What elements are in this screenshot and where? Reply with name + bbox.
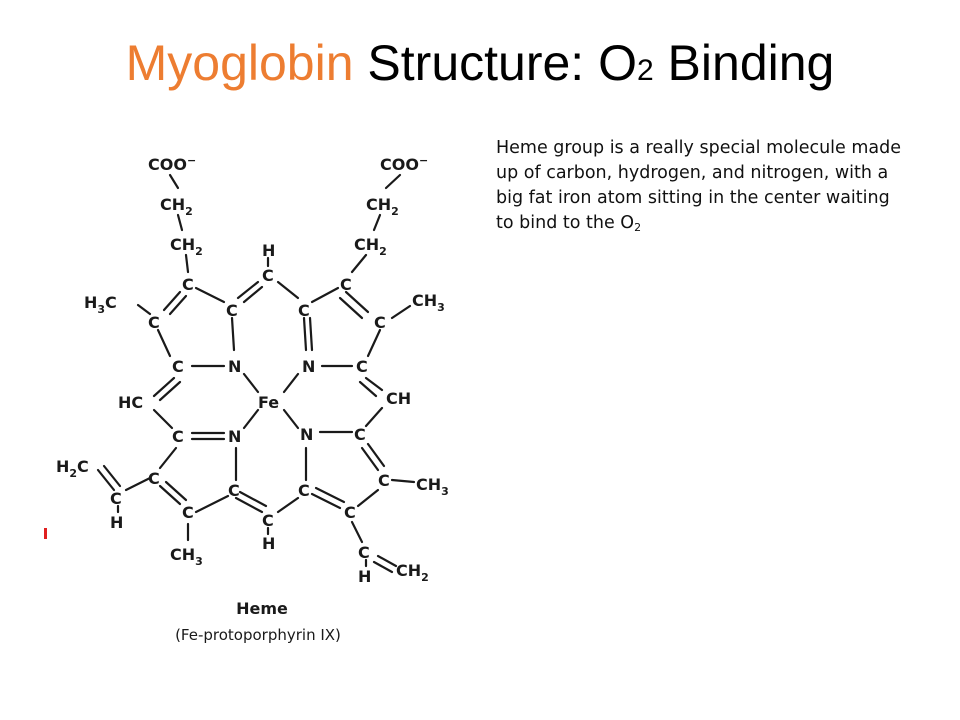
c-b: C — [340, 275, 352, 294]
ch3-right-low: CH3 — [416, 475, 449, 498]
h3c-left: H3C — [84, 293, 117, 316]
h-top: H — [262, 241, 275, 260]
heme-caption-name: Heme — [236, 599, 288, 618]
c-q: C — [262, 511, 274, 530]
c-k: C — [148, 469, 160, 488]
c-l: C — [378, 471, 390, 490]
title-accent-word: Myoglobin — [125, 35, 354, 91]
ch2-right-1: CH2 — [366, 195, 399, 218]
h2c-vinyl-left: H2C — [56, 457, 89, 480]
h-bottom: H — [262, 534, 275, 553]
c-g: C — [172, 357, 184, 376]
n-upper-right: N — [302, 357, 315, 376]
ch2-left-1: CH2 — [160, 195, 193, 218]
c-a: C — [182, 275, 194, 294]
red-mark — [44, 528, 47, 539]
c-top: C — [262, 266, 274, 285]
c-d: C — [298, 301, 310, 320]
heme-caption-formula: (Fe-protoporphyrin IX) — [175, 626, 341, 644]
c-i: C — [172, 427, 184, 446]
h-vinyl-right: H — [358, 567, 371, 586]
ch2-left-2: CH2 — [170, 235, 203, 258]
c-f: C — [374, 313, 386, 332]
ch2-right-2: CH2 — [354, 235, 387, 258]
c-vinyl-right: C — [358, 543, 370, 562]
hc-left: HC — [118, 393, 143, 412]
c-m: C — [228, 481, 240, 500]
coo-left: COO− — [148, 154, 196, 174]
ch3-right: CH3 — [412, 291, 445, 314]
bonds — [96, 173, 416, 574]
c-e: C — [148, 313, 160, 332]
c-c: C — [226, 301, 238, 320]
heme-description: Heme group is a really special molecule … — [496, 136, 906, 240]
n-lower-left: N — [228, 427, 241, 446]
c-vinyl-left: C — [110, 489, 122, 508]
n-lower-right: N — [300, 425, 313, 444]
title-tail-text: Binding — [653, 35, 835, 91]
description-subscript: 2 — [634, 221, 642, 234]
c-h: C — [356, 357, 368, 376]
c-j: C — [354, 425, 366, 444]
title-subscript: 2 — [636, 54, 654, 87]
ch2-vinyl-right: CH2 — [396, 561, 429, 584]
ch3-bottom: CH3 — [170, 545, 203, 568]
slide-title: Myoglobin Structure: O2 Binding — [0, 28, 960, 106]
description-text: Heme group is a really special molecule … — [496, 138, 902, 233]
title-main-text: Structure: O — [353, 35, 637, 91]
coo-right: COO− — [380, 154, 428, 174]
c-p: C — [344, 503, 356, 522]
c-o: C — [182, 503, 194, 522]
h-vinyl-left: H — [110, 513, 123, 532]
fe-atom: Fe — [258, 393, 279, 412]
atom-labels: COO− CH2 CH2 COO− CH2 CH2 H C C C C C H3… — [56, 154, 449, 586]
c-n: C — [298, 481, 310, 500]
n-upper-left: N — [228, 357, 241, 376]
ch-right: CH — [386, 389, 411, 408]
